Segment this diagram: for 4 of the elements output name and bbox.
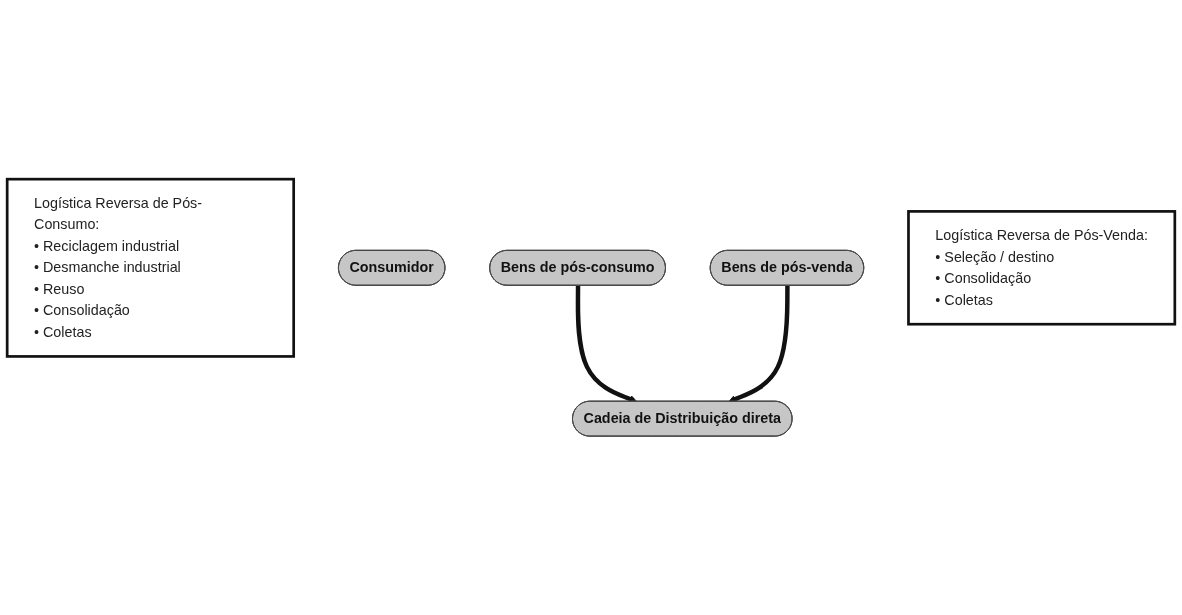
node-box: Logística Reversa de Pós-Venda: • Seleção / destino • Consolidação • Coletas xyxy=(907,209,1177,326)
arrow xyxy=(575,285,638,403)
node-box: Logística Reversa de Pós-Consumo: • Reciclagem industrial • Desmanche industrial • Reuso • Consolidação • Coletas xyxy=(5,177,296,358)
arrow xyxy=(728,285,790,403)
